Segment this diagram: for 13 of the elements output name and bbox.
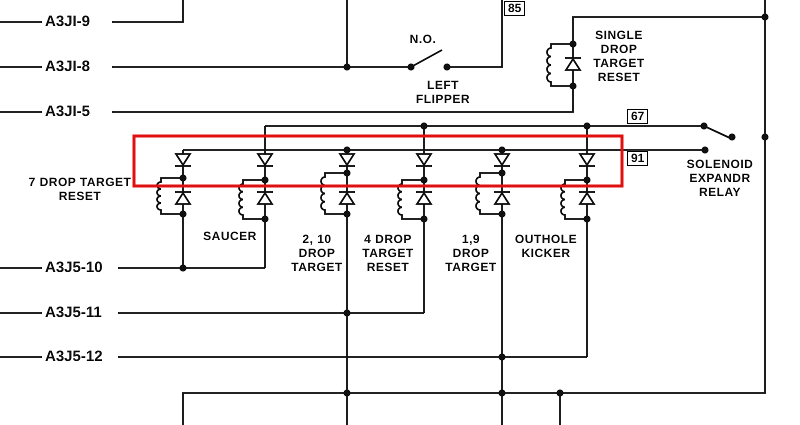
coil-label: 2, 10 DROP TARGET — [290, 232, 344, 274]
wire-number-box: 91 — [627, 151, 648, 166]
coil-label: 7 DROP TARGET RESET — [28, 175, 132, 203]
wire-number-box: 85 — [504, 1, 526, 16]
switch-label: N.O. — [408, 32, 438, 46]
switch-label: LEFT FLIPPER — [414, 78, 472, 106]
wire-number-box: 67 — [627, 109, 648, 124]
coil-label: 1,9 DROP TARGET — [444, 232, 498, 274]
coil-label: SAUCER — [202, 229, 258, 243]
coil-label: OUTHOLE KICKER — [514, 232, 578, 260]
coil-label: SINGLE DROP TARGET RESET — [592, 28, 646, 84]
coil-label: 4 DROP TARGET RESET — [361, 232, 415, 274]
relay-label: SOLENOID EXPANDR RELAY — [686, 157, 754, 199]
